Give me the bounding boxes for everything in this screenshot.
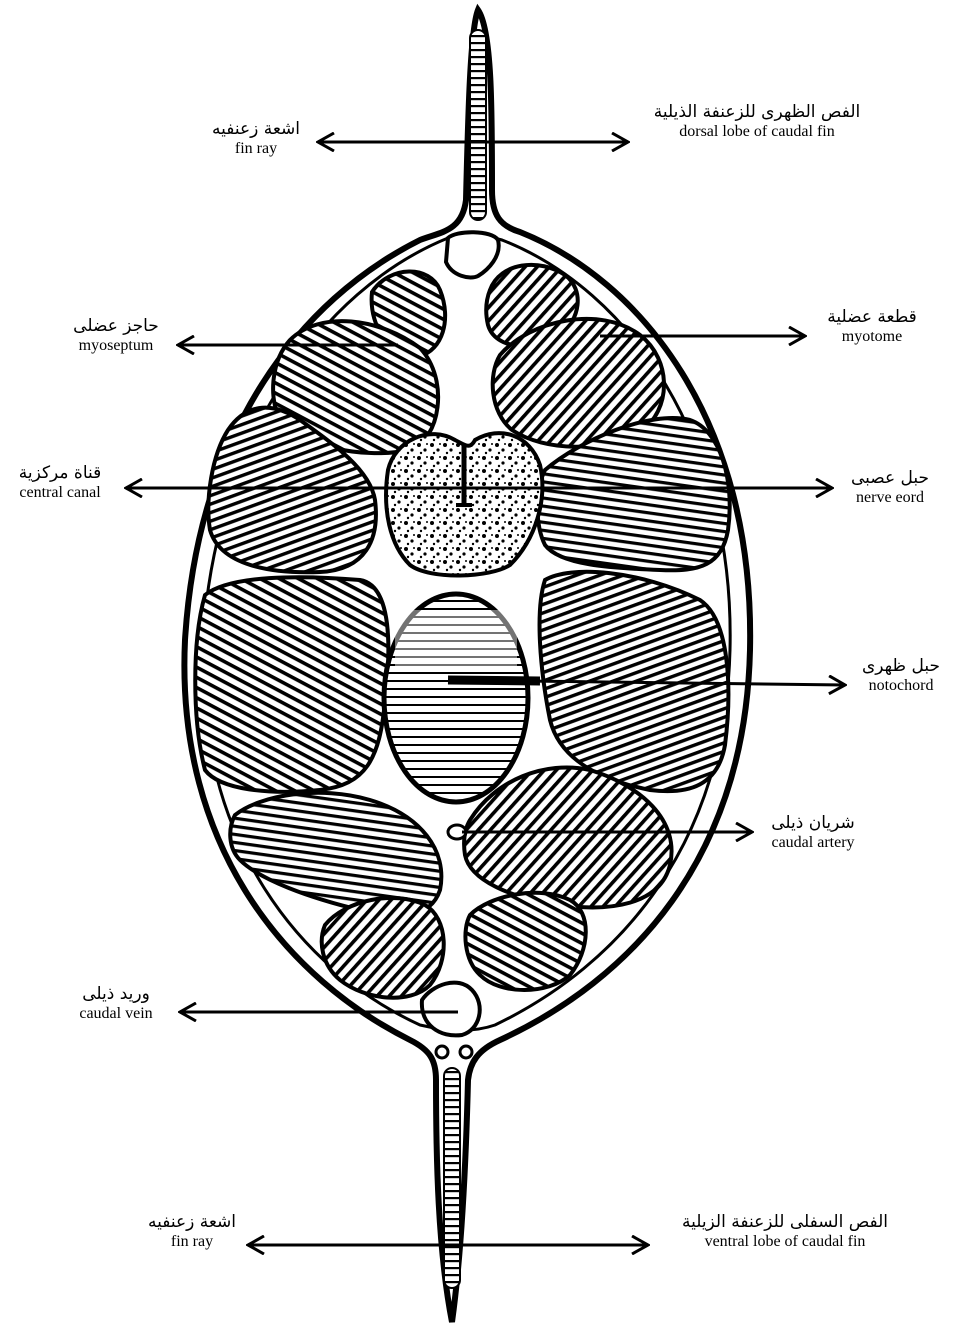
label-caudal-artery-ar: شريان ذيلى — [752, 814, 874, 834]
label-myoseptum: حاجز عضلى myoseptum — [52, 317, 180, 355]
label-dorsal-lobe-ar: الفص الظهرى للزعنفة الذيلية — [632, 103, 882, 123]
label-myoseptum-en: myoseptum — [52, 337, 180, 355]
label-myotome-ar: قطعة عضلية — [810, 308, 934, 328]
label-fin-ray-bottom-ar: اشعة زعنفيه — [128, 1213, 256, 1233]
label-central-canal: قناة مركزية central canal — [2, 464, 118, 502]
myotome-left-4 — [195, 577, 388, 792]
label-fin-ray-top-ar: اشعة زعنفيه — [192, 120, 320, 140]
label-fin-ray-bottom-en: fin ray — [128, 1233, 256, 1251]
label-caudal-artery-en: caudal artery — [752, 834, 874, 852]
dorsal-fin-ray-channel — [470, 30, 486, 220]
label-nerve-cord: حبل عصبى nerve eord — [836, 469, 944, 507]
ventral-fin-ray-channel — [444, 1068, 460, 1288]
label-caudal-vein-en: caudal vein — [56, 1005, 176, 1023]
label-notochord-ar: حبل ظهرى — [848, 657, 954, 677]
label-fin-ray-bottom: اشعة زعنفيه fin ray — [128, 1213, 256, 1251]
label-myotome: قطعة عضلية myotome — [810, 308, 934, 346]
label-ventral-lobe: الفص السفلى للزعنفة الزيلية ventral lobe… — [660, 1213, 910, 1251]
label-central-canal-en: central canal — [2, 484, 118, 502]
label-caudal-artery: شريان ذيلى caudal artery — [752, 814, 874, 852]
label-caudal-vein: وريد ذيلى caudal vein — [56, 985, 176, 1023]
label-ventral-lobe-en: ventral lobe of caudal fin — [660, 1233, 910, 1251]
label-nerve-cord-en: nerve eord — [836, 489, 944, 507]
myotome-right-6 — [465, 893, 585, 990]
label-central-canal-ar: قناة مركزية — [2, 464, 118, 484]
label-dorsal-lobe-en: dorsal lobe of caudal fin — [632, 123, 882, 141]
label-dorsal-lobe: الفص الظهرى للزعنفة الذيلية dorsal lobe … — [632, 103, 882, 141]
notochord-upper-clear — [395, 610, 517, 670]
label-nerve-cord-ar: حبل عصبى — [836, 469, 944, 489]
haemal-canal-left — [436, 1046, 448, 1058]
haemal-arch-space — [422, 983, 480, 1036]
label-fin-ray-top: اشعة زعنفيه fin ray — [192, 120, 320, 158]
label-myotome-en: myotome — [810, 328, 934, 346]
haemal-canal-right — [460, 1046, 472, 1058]
label-notochord: حبل ظهرى notochord — [848, 657, 954, 695]
label-fin-ray-top-en: fin ray — [192, 140, 320, 158]
label-notochord-en: notochord — [848, 677, 954, 695]
notochord-pointer-bar — [448, 680, 540, 681]
label-caudal-vein-ar: وريد ذيلى — [56, 985, 176, 1005]
label-ventral-lobe-ar: الفص السفلى للزعنفة الزيلية — [660, 1213, 910, 1233]
label-myoseptum-ar: حاجز عضلى — [52, 317, 180, 337]
